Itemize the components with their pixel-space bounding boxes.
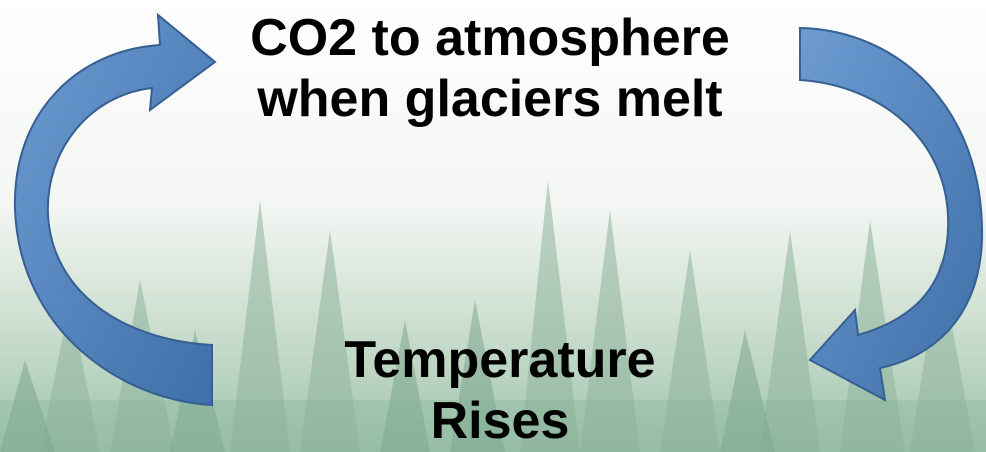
node-co2-to-atmosphere: CO2 to atmosphere when glaciers melt <box>220 8 760 131</box>
node-temperature-line-1: Temperature <box>344 331 656 389</box>
node-temperature-line-2: Rises <box>430 392 570 451</box>
node-co2-line-1: CO2 to atmosphere <box>250 9 730 67</box>
node-co2-line-2: when glaciers melt <box>257 70 723 129</box>
right-curved-arrow <box>799 26 984 402</box>
node-temperature-rises: Temperature Rises <box>290 330 710 452</box>
left-curved-arrow <box>13 12 217 407</box>
